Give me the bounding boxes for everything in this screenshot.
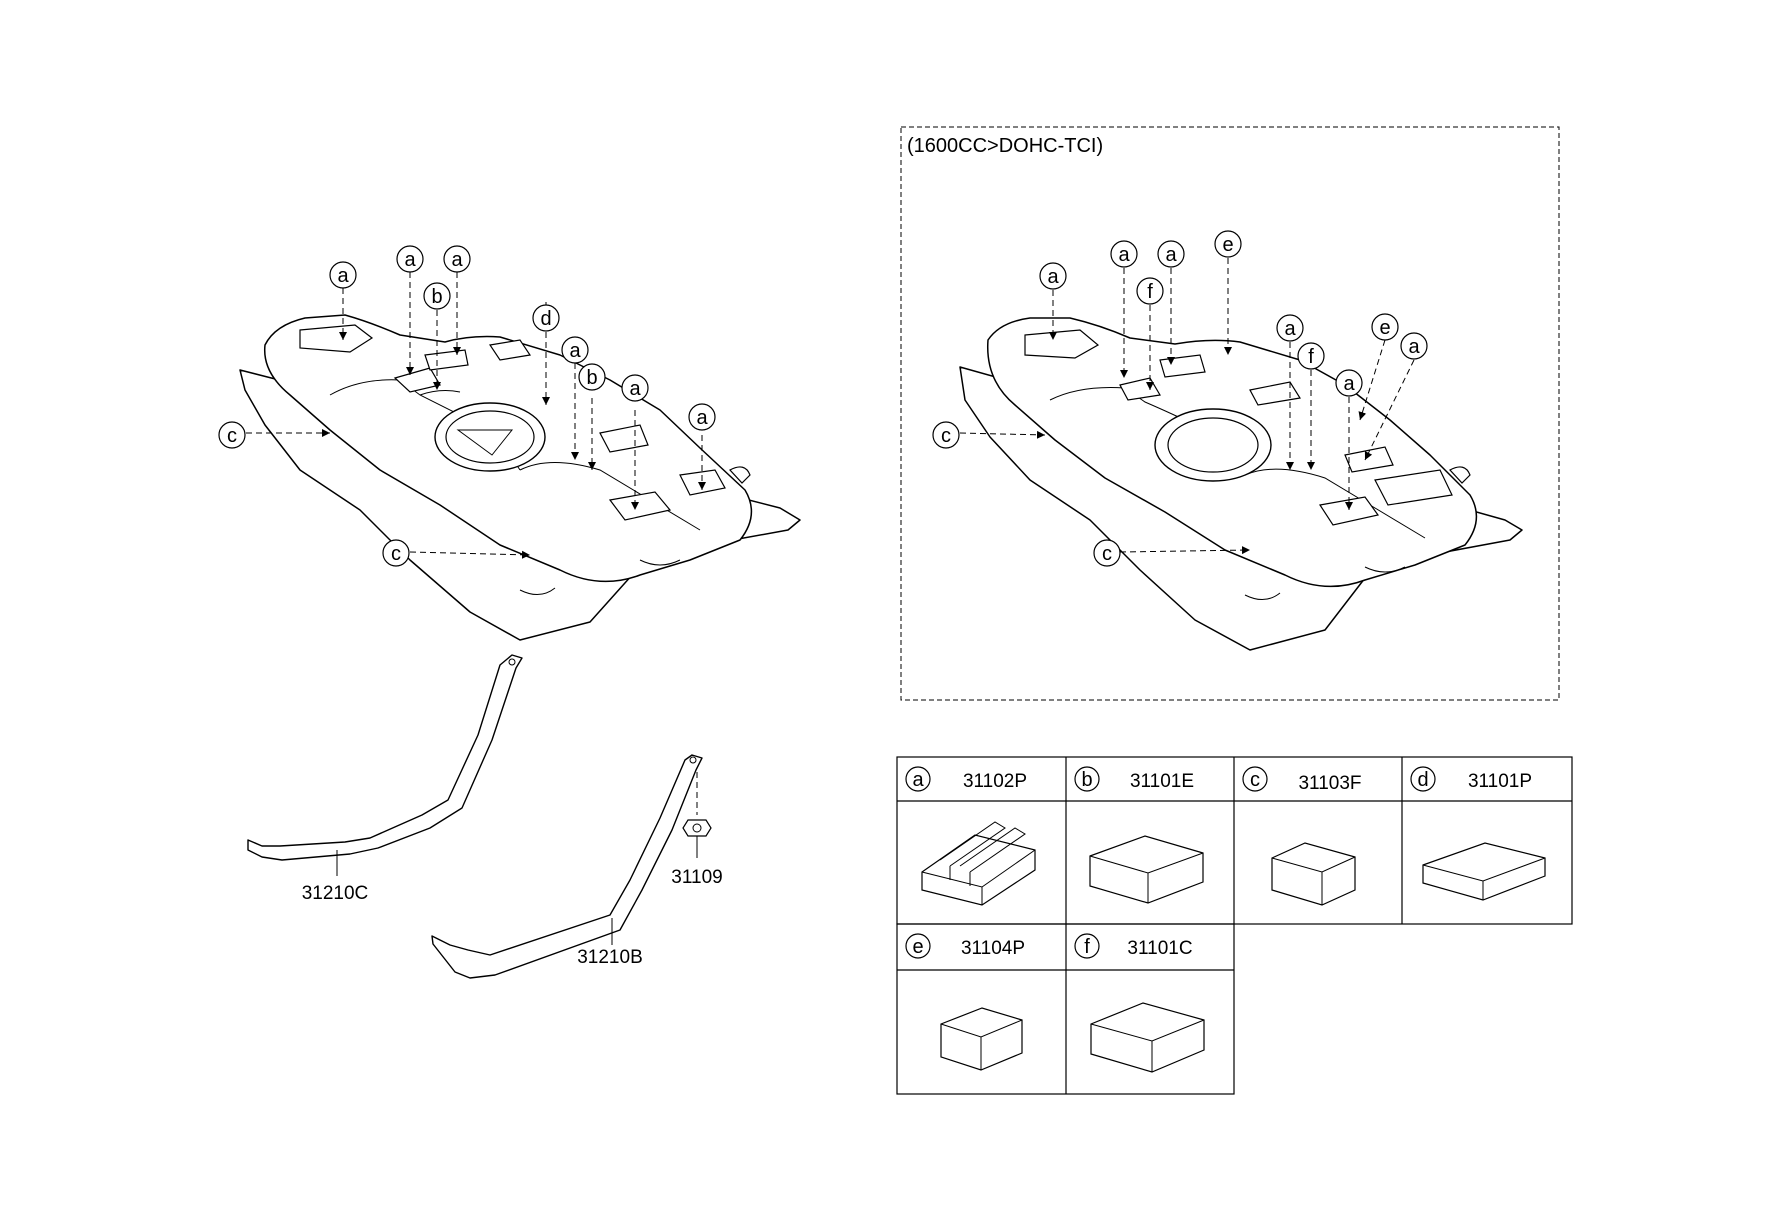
svg-text:31101P: 31101P (1468, 771, 1532, 792)
right-callouts: a a a f e a f a e a c c (932, 230, 1428, 567)
callout-c: c (382, 539, 410, 567)
svg-text:b: b (431, 286, 442, 308)
strap-31210C (247, 654, 523, 876)
legend-cell-d: d 31101P (1410, 766, 1532, 792)
svg-text:a: a (912, 769, 924, 791)
part-number-31109: 31109 (671, 867, 722, 888)
callout-a: a (329, 261, 357, 289)
svg-text:e: e (1379, 317, 1390, 339)
callout-a: a (621, 374, 649, 402)
svg-text:c: c (941, 425, 951, 447)
callout-b: b (578, 363, 606, 391)
callout-a: a (561, 336, 589, 364)
svg-text:a: a (1343, 373, 1355, 395)
svg-text:a: a (569, 340, 581, 362)
variant-label: (1600CC>DOHC-TCI) (907, 135, 1103, 157)
pad-illustration-c (1271, 842, 1356, 906)
callout-c: c (218, 421, 246, 449)
legend-table (896, 756, 1573, 1095)
pad-illustration-e (940, 1007, 1023, 1071)
legend-cell-a: a 31102P (905, 766, 1027, 792)
left-callouts: a a a b d a b a a c c (218, 245, 716, 567)
callout-a: a (1335, 369, 1363, 397)
svg-text:a: a (696, 407, 708, 429)
svg-text:a: a (1284, 318, 1296, 340)
callout-c: c (1093, 539, 1121, 567)
legend-cell-b: b 31101E (1074, 766, 1194, 792)
svg-text:a: a (451, 249, 463, 271)
svg-text:c: c (1102, 543, 1112, 565)
svg-text:f: f (1308, 346, 1314, 368)
callout-b: b (423, 282, 451, 310)
fuel-tank-left (239, 314, 801, 641)
svg-text:d: d (540, 308, 551, 330)
svg-text:b: b (1081, 769, 1092, 791)
svg-text:31101E: 31101E (1130, 771, 1194, 792)
svg-text:e: e (1222, 234, 1233, 256)
svg-text:a: a (404, 249, 416, 271)
legend-cell-e: e 31104P (905, 933, 1025, 959)
svg-text:a: a (629, 378, 641, 400)
pad-illustration-d (1422, 842, 1546, 901)
svg-text:c: c (391, 543, 401, 565)
svg-text:31102P: 31102P (963, 771, 1027, 792)
variant-box (900, 126, 1560, 701)
svg-text:c: c (227, 425, 237, 447)
svg-text:f: f (1147, 281, 1153, 303)
svg-text:c: c (1250, 769, 1260, 791)
callout-a: a (1039, 262, 1067, 290)
pad-illustration-a (921, 821, 1036, 906)
svg-text:e: e (912, 936, 923, 958)
callout-a: a (1110, 240, 1138, 268)
pad-illustration-f (1090, 1002, 1205, 1073)
nut-31109 (682, 772, 712, 858)
callout-c: c (932, 421, 960, 449)
legend-cell-c: c 31103F (1242, 766, 1362, 794)
part-number-31210C: 31210C (302, 883, 369, 904)
callout-e: e (1371, 313, 1399, 341)
svg-text:31103F: 31103F (1298, 773, 1361, 794)
svg-text:31101C: 31101C (1127, 938, 1192, 959)
callout-a: a (443, 245, 471, 273)
callout-f: f (1297, 342, 1325, 370)
svg-text:a: a (1165, 244, 1177, 266)
strap-31210B (431, 754, 703, 979)
callout-a: a (688, 403, 716, 431)
callout-d: d (532, 304, 560, 332)
svg-text:31104P: 31104P (961, 938, 1025, 959)
legend-cell-f: f 31101C (1074, 933, 1193, 959)
pad-illustration-b (1089, 835, 1204, 904)
callout-a: a (1157, 240, 1185, 268)
svg-text:a: a (1118, 244, 1130, 266)
callout-a: a (396, 245, 424, 273)
callout-a: a (1276, 314, 1304, 342)
svg-text:b: b (586, 367, 597, 389)
callout-f: f (1136, 277, 1164, 305)
svg-text:a: a (1408, 336, 1420, 358)
svg-text:a: a (1047, 266, 1059, 288)
fuel-tank-right (959, 317, 1523, 651)
svg-text:a: a (337, 265, 349, 287)
callout-a: a (1400, 332, 1428, 360)
part-number-31210B: 31210B (577, 947, 643, 968)
svg-text:d: d (1417, 769, 1428, 791)
svg-text:f: f (1084, 936, 1090, 958)
callout-e: e (1214, 230, 1242, 258)
